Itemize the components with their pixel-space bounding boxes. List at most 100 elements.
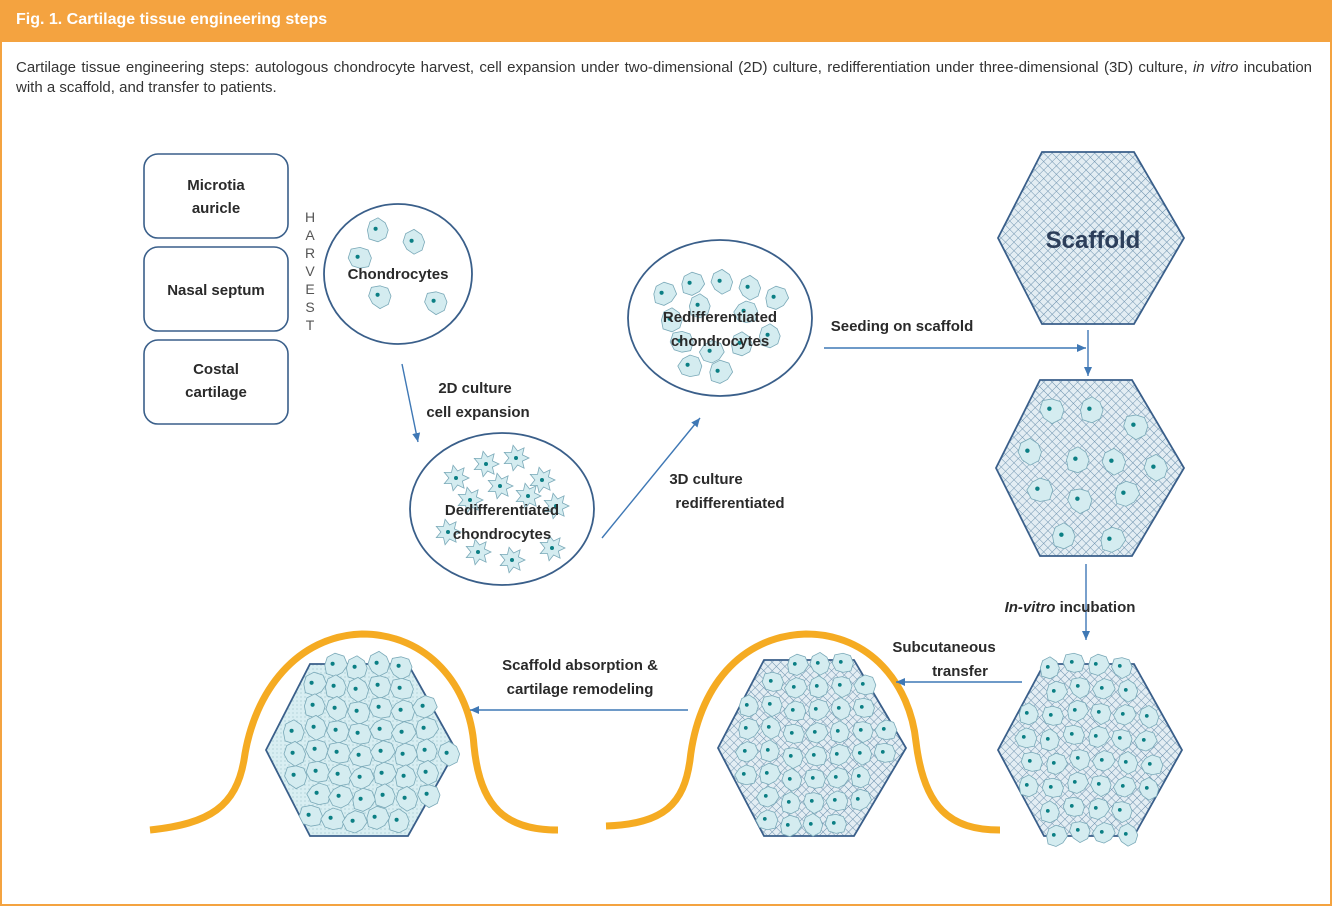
chondrocyte-cell xyxy=(389,656,413,681)
cell-nucleus xyxy=(421,725,426,730)
chondrocyte-cell xyxy=(1091,750,1116,772)
cell-nucleus xyxy=(1109,458,1114,463)
cell-nucleus xyxy=(687,280,692,285)
cell-nucleus xyxy=(1151,464,1156,469)
chondrocyte-cell xyxy=(303,693,326,719)
cell-nucleus xyxy=(881,727,886,731)
cell-nucleus xyxy=(1051,833,1056,837)
cell-nucleus xyxy=(1025,448,1030,453)
chondrocyte-cell xyxy=(1018,702,1039,726)
chondrocyte-cell xyxy=(825,790,849,812)
cell-nucleus xyxy=(291,772,296,777)
cell-nucleus xyxy=(789,731,794,735)
cell-nucleus xyxy=(1120,784,1125,788)
cell-nucleus xyxy=(791,685,796,689)
cell-nucleus xyxy=(526,494,530,498)
chondrocyte-cell xyxy=(734,764,758,786)
svg-text:R: R xyxy=(305,245,315,261)
cell-nucleus xyxy=(331,683,336,688)
chondrocyte-cell xyxy=(780,814,803,837)
cell-nucleus xyxy=(312,746,317,751)
cell-nucleus xyxy=(1117,808,1122,812)
chondrocyte-cell xyxy=(1112,776,1137,798)
cell-nucleus xyxy=(745,284,750,289)
cell-nucleus xyxy=(423,769,428,774)
chondrocyte-cell xyxy=(1133,730,1158,752)
cell-nucleus xyxy=(786,800,791,804)
chondrocyte-cell xyxy=(803,768,826,789)
step-label-incubation: In-vitro incubation xyxy=(1005,599,1136,616)
chondrocyte-cell xyxy=(1039,728,1060,752)
chondrocytes-node: Chondrocytes xyxy=(323,203,473,345)
chondrocyte-cell xyxy=(1112,704,1137,726)
chondrocyte-cell xyxy=(1039,656,1060,680)
chondrocyte-cell xyxy=(1143,453,1168,482)
cell-nucleus xyxy=(855,797,860,801)
chondrocyte-cell xyxy=(1062,796,1085,817)
chondrocyte-cell xyxy=(660,307,683,333)
node-label: chondrocytes xyxy=(671,333,769,350)
cell-nucleus xyxy=(837,683,842,687)
cell-nucleus xyxy=(309,680,314,685)
cell-nucleus xyxy=(1099,758,1104,762)
chondrocyte-cell xyxy=(424,291,448,316)
chondrocyte-cell xyxy=(829,743,852,766)
chondrocyte-cell xyxy=(1123,414,1149,441)
chondrocyte-cell xyxy=(1062,724,1085,745)
cell-nucleus xyxy=(833,775,838,779)
cell-nucleus xyxy=(836,706,841,710)
cell-nucleus xyxy=(314,790,319,795)
arrow-2d-culture xyxy=(401,363,421,443)
skin-curve xyxy=(149,630,559,834)
cell-nucleus xyxy=(737,340,742,345)
cell-nucleus xyxy=(856,774,861,778)
chondrocyte-cell xyxy=(325,695,349,722)
cell-nucleus xyxy=(554,504,558,508)
chondrocyte-cell xyxy=(1046,824,1069,847)
chondrocyte-cell xyxy=(324,674,347,700)
chondrocyte-cell xyxy=(780,791,801,815)
chondrocyte-cell xyxy=(437,740,461,767)
cell-nucleus xyxy=(332,705,337,710)
chondrocyte-cell xyxy=(1138,776,1160,801)
chondrocyte-cell xyxy=(783,700,807,722)
cell-nucleus xyxy=(375,682,380,687)
cell-nucleus xyxy=(1131,422,1136,427)
chondrocyte-cell xyxy=(698,340,725,364)
chondrocyte-cell xyxy=(1138,704,1160,729)
cell-nucleus xyxy=(1072,708,1077,712)
chondrocyte-cell xyxy=(284,765,308,790)
cell-nucleus xyxy=(715,368,720,373)
cell-nucleus xyxy=(1117,664,1122,668)
chondrocyte-cell xyxy=(368,696,393,719)
chondrocyte-cell xyxy=(389,677,414,700)
cell-nucleus xyxy=(1069,804,1074,808)
cell-nucleus xyxy=(1024,711,1029,715)
cell-nucleus xyxy=(1120,712,1125,716)
cell-nucleus xyxy=(744,703,749,707)
cell-nucleus xyxy=(790,708,795,712)
cell-nucleus xyxy=(1123,832,1128,836)
cell-nucleus xyxy=(336,793,341,798)
chondrocyte-cell xyxy=(1091,678,1116,700)
source-box-microtia: Microtia auricle xyxy=(143,153,289,239)
cell-nucleus xyxy=(1075,684,1080,688)
node-label: Dedifferentiated xyxy=(445,502,559,519)
cell-nucleus xyxy=(838,660,843,664)
cell-nucleus xyxy=(400,751,405,756)
cell-nucleus xyxy=(788,754,793,758)
skin-curve xyxy=(605,630,1001,834)
cell-nucleus xyxy=(762,817,767,821)
cell-nucleus xyxy=(1093,734,1098,738)
cell-nucleus xyxy=(376,704,381,709)
chondrocyte-cell xyxy=(825,767,850,789)
chondrocyte-cell xyxy=(1069,821,1091,844)
cell-nucleus xyxy=(1141,738,1146,742)
chondrocyte-cell xyxy=(1101,447,1126,476)
cell-nucleus xyxy=(444,750,449,755)
cell-nucleus xyxy=(685,362,690,367)
cell-nucleus xyxy=(1027,759,1032,763)
cell-nucleus xyxy=(356,752,361,757)
chondrocyte-cell xyxy=(373,783,396,809)
chondrocyte-cell xyxy=(324,652,349,677)
